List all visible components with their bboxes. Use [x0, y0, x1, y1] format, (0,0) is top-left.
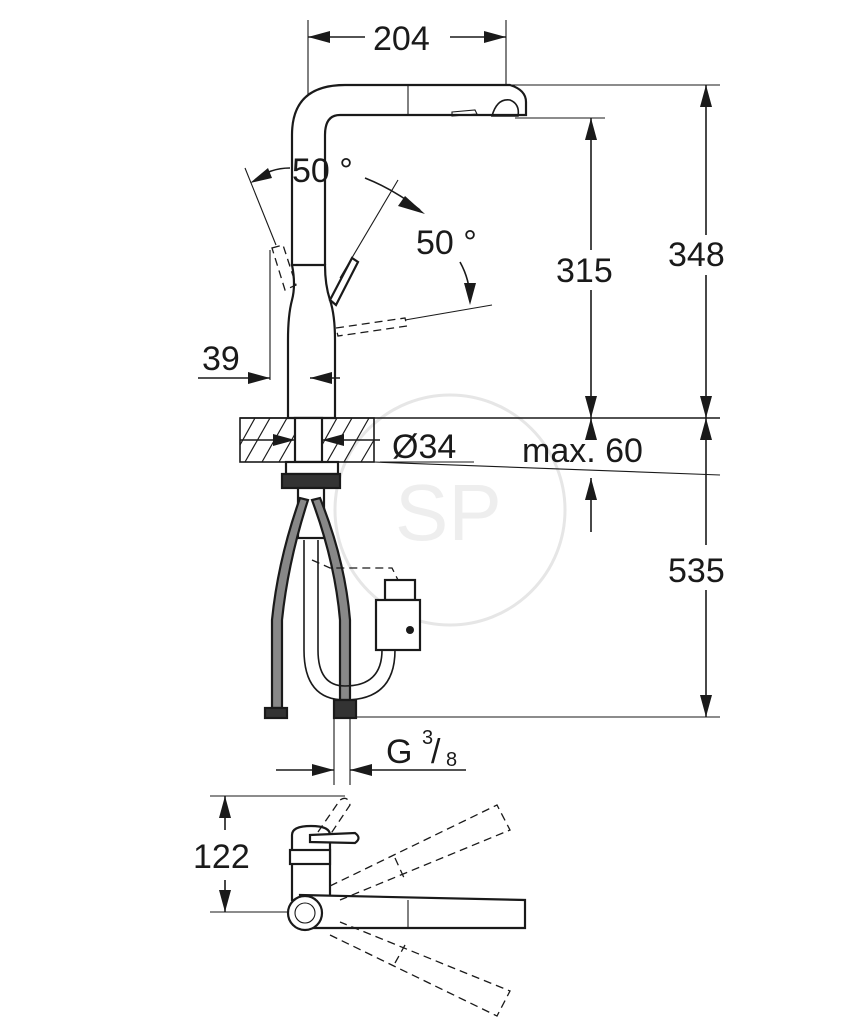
lever-position-left [244, 167, 297, 291]
dim-535-label: 535 [668, 552, 725, 590]
dimension-hose-length: 535 [350, 418, 725, 718]
faucet-body [286, 83, 528, 420]
lever-position-right [335, 179, 493, 337]
dimension-spout-height: 315 [515, 117, 613, 418]
dimension-angle-left: 50 ° [250, 152, 353, 190]
watermark: SP [333, 393, 567, 627]
dimension-width-top: 204 [307, 20, 507, 95]
dimension-total-height: 348 [510, 84, 725, 418]
svg-text:SP: SP [395, 468, 502, 557]
thread-sep: / [431, 733, 441, 771]
dim-348-label: 348 [668, 236, 725, 274]
thread-main-label: G [386, 733, 412, 771]
dimension-base-width: 39 [198, 250, 340, 384]
plan-view: 122 [193, 795, 527, 1017]
angle-right-label: 50 ° [416, 224, 477, 262]
dim-122-label: 122 [193, 838, 250, 876]
dimension-max-thickness: max. 60 [522, 418, 643, 532]
dim-204-label: 204 [373, 20, 430, 58]
dim-diameter-label: Ø34 [392, 428, 456, 466]
dim-39-label: 39 [202, 340, 240, 378]
dimension-angle-right: 50 ° [364, 177, 477, 305]
under-counter-assembly [263, 460, 422, 720]
thread-denominator: 8 [446, 749, 457, 771]
dimension-hole-diameter: Ø34 [240, 428, 474, 466]
dim-315-label: 315 [556, 252, 613, 290]
dimension-thread: G 3 / 8 [276, 717, 466, 785]
thread-numerator: 3 [422, 727, 433, 749]
angle-left-label: 50 ° [292, 152, 353, 190]
dim-max60-label: max. 60 [522, 432, 643, 470]
